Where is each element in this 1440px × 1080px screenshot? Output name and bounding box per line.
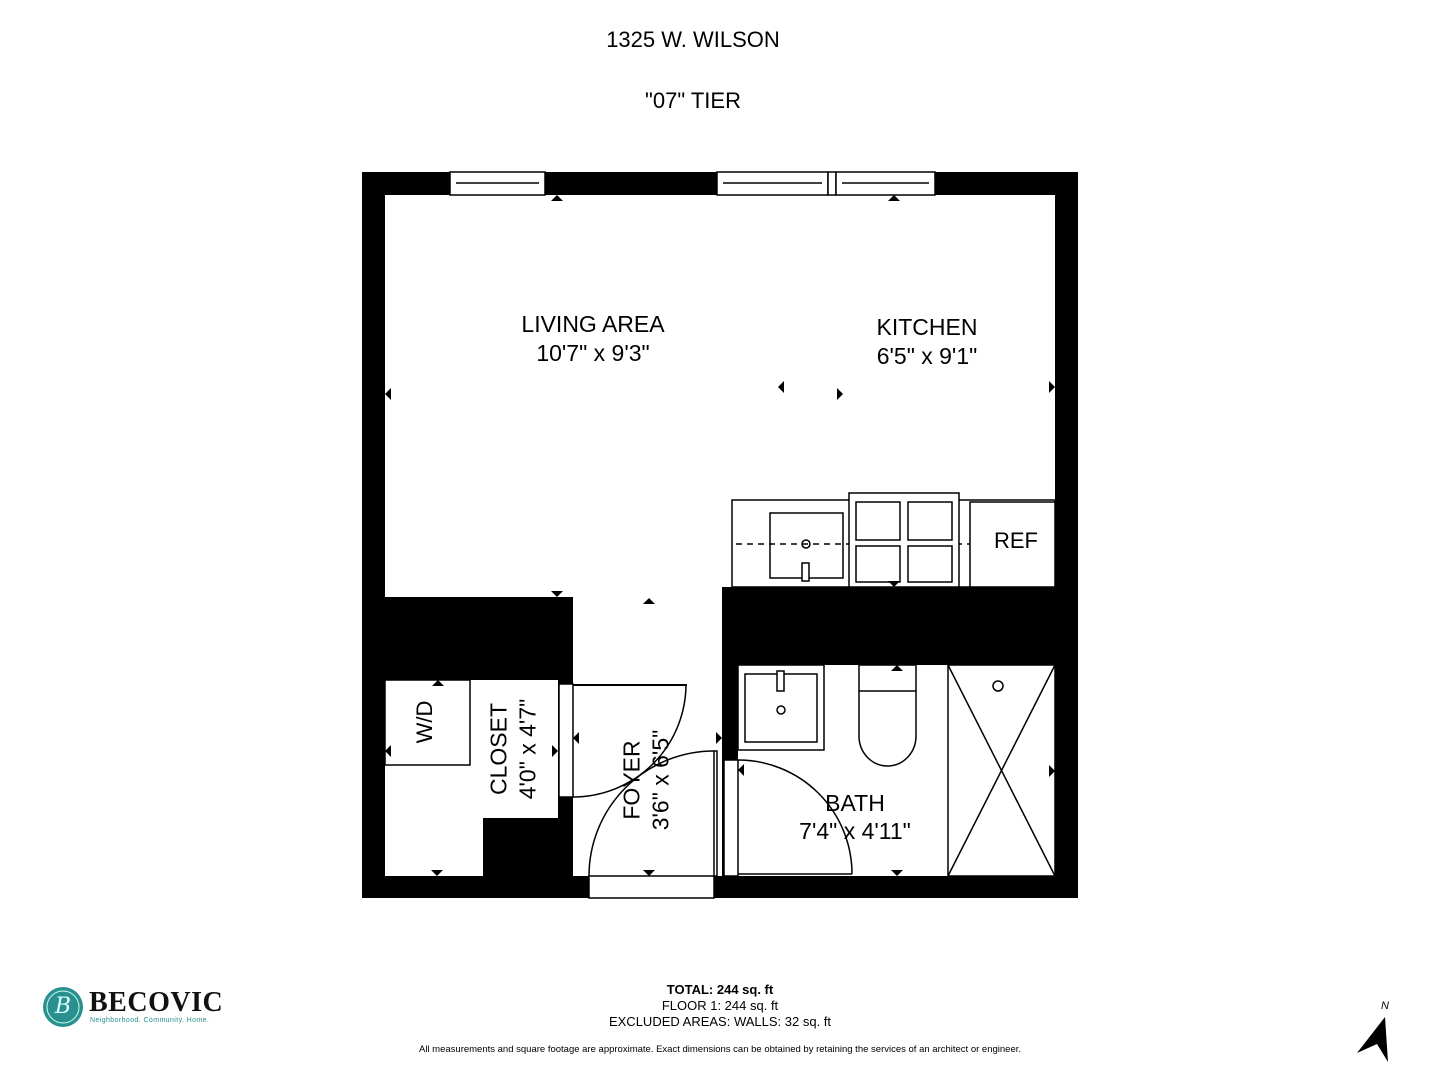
- closet-door-swing: [572, 683, 687, 798]
- tier-subtitle: "07" TIER: [645, 88, 741, 113]
- living-area-label: LIVING AREA: [521, 311, 665, 337]
- kitchen-dims: 6'5" x 9'1": [876, 343, 978, 369]
- bath-door-swing: [737, 759, 853, 875]
- dimension-markers: [385, 195, 1055, 876]
- windows: [449, 171, 936, 196]
- bath-door-jamb: [723, 759, 739, 877]
- kitchen-fixtures: [731, 492, 1056, 588]
- entry-door-swing: [588, 750, 715, 877]
- closet-door-jamb: [558, 683, 574, 798]
- excluded-area: EXCLUDED AREAS: WALLS: 32 sq. ft: [608, 1014, 832, 1029]
- toilet-bowl: [858, 691, 917, 767]
- address-title: 1325 W. WILSON: [606, 27, 780, 52]
- foyer-dims: 3'6" x 6'5": [647, 729, 674, 831]
- doors: [558, 683, 853, 899]
- total-area: TOTAL: 244 sq. ft: [666, 982, 774, 997]
- logo-badge: [43, 987, 83, 1027]
- logo-tagline: Neighborhood. Community. Home.: [90, 1017, 210, 1024]
- closet-dims: 4'0" x 4'7": [514, 698, 541, 800]
- foyer-label: FOYER: [618, 740, 645, 820]
- bath-fixtures: [737, 664, 1056, 877]
- disclaimer: All measurements and square footage are …: [418, 1044, 1022, 1055]
- ref-label: REF: [994, 528, 1038, 553]
- north-label: N: [1381, 1000, 1389, 1012]
- kitchen-label: KITCHEN: [876, 314, 978, 340]
- north-arrow-icon: [1357, 1017, 1388, 1062]
- entry-door-jamb: [588, 875, 715, 899]
- wd-unit: [384, 679, 471, 766]
- logo-initial: B: [54, 994, 72, 1019]
- shower: [947, 664, 1056, 877]
- logo-wordmark: BECOVIC: [89, 987, 224, 1018]
- closet-label: CLOSET: [485, 702, 512, 796]
- bath-label: BATH: [825, 790, 885, 816]
- bath-dims: 7'4" x 4'11": [799, 818, 911, 844]
- floor1-area: FLOOR 1: 244 sq. ft: [661, 998, 779, 1013]
- living-area-dims: 10'7" x 9'3": [536, 340, 650, 366]
- wd-label: W/D: [412, 700, 437, 744]
- refrigerator: [969, 501, 1056, 588]
- toilet-tank: [858, 664, 917, 692]
- vanity: [737, 664, 825, 751]
